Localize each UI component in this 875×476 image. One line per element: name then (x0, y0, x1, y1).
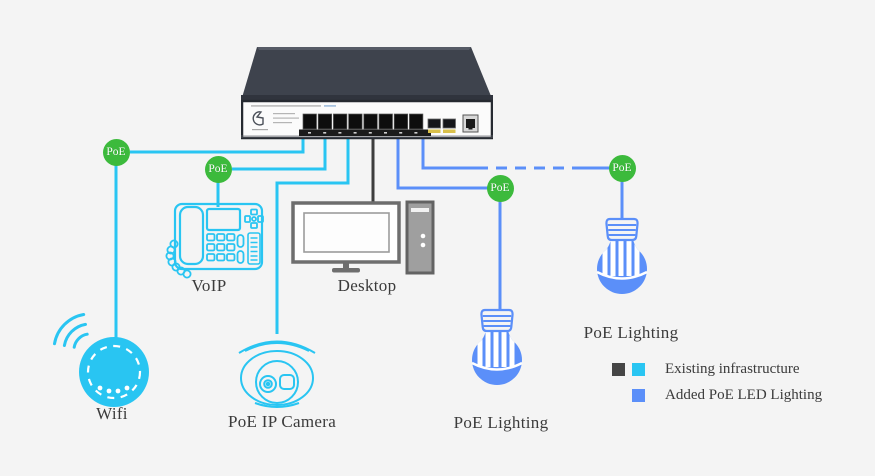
switch-top-edge (241, 95, 493, 101)
tower-case (405, 200, 435, 275)
voip-phone-image (165, 202, 264, 279)
tower-button (420, 233, 426, 239)
wifi-ap-dashed-ring (86, 344, 142, 400)
phone-screen (205, 207, 242, 232)
switch-top-highlight (257, 47, 471, 50)
phone-coil-cord (165, 239, 192, 279)
bulb-cap-line (471, 361, 523, 371)
sfp-ports (427, 118, 456, 133)
monitor-stand-neck (343, 262, 349, 268)
phone-speaker-grill (247, 232, 261, 265)
legend-swatch-blue (632, 389, 645, 402)
tower-drive-slot (411, 208, 429, 212)
legend-swatch-dark (612, 363, 625, 376)
cable-switch-to-camera (275, 138, 350, 334)
wifi-ap-led-dots (97, 385, 130, 394)
legend-row-added: Added PoE LED Lighting (612, 387, 822, 404)
camera-lens-inner (263, 379, 273, 389)
bulb-body (596, 239, 648, 294)
poe-badge-label: PoE (106, 146, 126, 158)
legend: Existing infrastructure Added PoE LED Li… (612, 361, 822, 413)
wifi-ap-body (79, 337, 149, 407)
legend-label-added: Added PoE LED Lighting (665, 387, 823, 403)
switch-led-legend-print (273, 113, 299, 124)
camera-face (255, 360, 299, 404)
camera-label: PoE IP Camera (227, 412, 337, 431)
camera-base-rim (254, 402, 300, 408)
poe-badge-label: PoE (490, 182, 510, 194)
phone-keypad (206, 233, 236, 262)
led-bulb-left-image (471, 308, 523, 385)
phone-handset (178, 205, 205, 266)
uplink-port (462, 114, 479, 133)
lighting-left-label: PoE Lighting (453, 413, 549, 432)
camera-cap-outer (238, 340, 316, 354)
lighting-right-label: PoE Lighting (583, 323, 679, 342)
cable-switch-to-lighting-left (396, 138, 488, 190)
legend-swatch-cyan (632, 363, 645, 376)
poe-badge-lighting-left: PoE (486, 174, 514, 202)
poe-badge-label: PoE (208, 163, 228, 175)
switch-bottom-shade (241, 135, 493, 138)
bulb-cap-line (596, 270, 648, 280)
switch-model-print-accent (324, 105, 336, 107)
poe-badge-lighting-right: PoE (608, 154, 636, 182)
bulb-stripes (602, 239, 640, 276)
legend-row-existing: Existing infrastructure (612, 361, 822, 378)
phone-nav-pad (244, 208, 264, 229)
camera-cap-inner (244, 342, 310, 352)
bulb-screw-base (480, 308, 514, 333)
switch-top (241, 47, 493, 101)
legend-swatch-spacer (612, 389, 625, 402)
cable-switch-to-voip (232, 138, 327, 171)
cable-switch-to-lighting-right (421, 138, 477, 170)
cable-switch-to-wifi (130, 138, 305, 154)
camera-lens-dot (265, 381, 271, 387)
switch-brand-logo (252, 111, 268, 131)
bulb-stripes (477, 330, 515, 367)
poe-switch-image (241, 47, 493, 140)
legend-label-existing: Existing infrastructure (665, 361, 800, 377)
phone-body (173, 202, 264, 271)
desktop-label: Desktop (337, 276, 397, 295)
bulb-body (471, 330, 523, 385)
wifi-label: Wifi (96, 404, 128, 423)
monitor-screen (303, 212, 390, 253)
phone-side-keys (236, 234, 245, 264)
poe-badge-label: PoE (612, 162, 632, 174)
poe-badge-voip: PoE (204, 155, 232, 183)
camera-ir-window (279, 374, 295, 390)
tower-led (420, 242, 426, 248)
wifi-ap-image (53, 313, 149, 407)
led-bulb-right-image (596, 217, 648, 294)
rj45-ports (302, 113, 424, 130)
monitor-stand-base (332, 268, 360, 273)
switch-model-print (251, 105, 321, 107)
port-number-strip (299, 129, 431, 136)
camera-dome (240, 350, 314, 406)
desktop-image (291, 200, 435, 275)
bulb-screw-base (605, 217, 639, 242)
wifi-waves-icon (53, 313, 89, 349)
voip-label: VoIP (191, 276, 227, 295)
ip-camera-image (238, 340, 316, 408)
poe-badge-wifi: PoE (102, 138, 130, 166)
camera-lens-outer (259, 375, 277, 393)
